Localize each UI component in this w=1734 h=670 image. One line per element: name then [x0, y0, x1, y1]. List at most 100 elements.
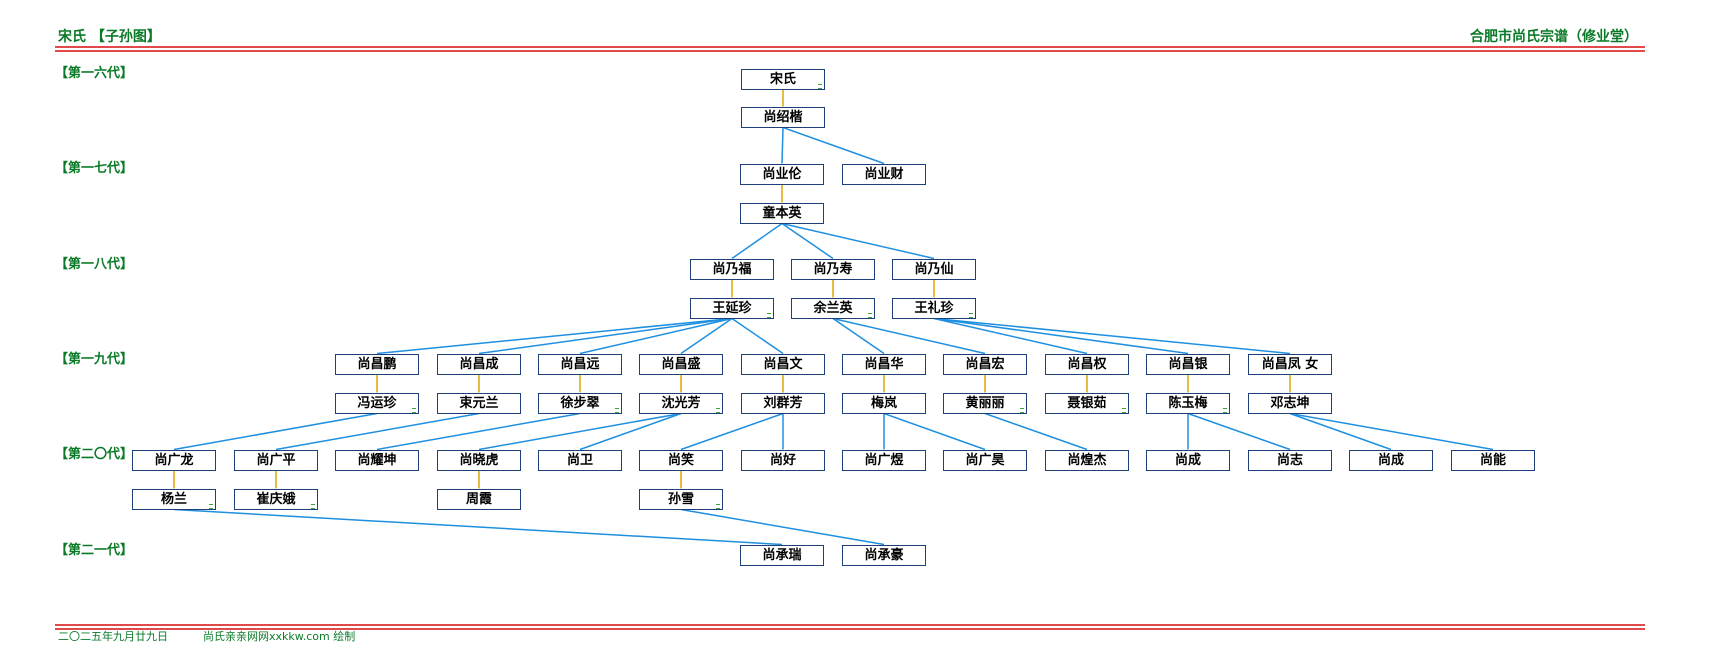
person-node[interactable]: 尚昌成 [437, 353, 521, 375]
person-node[interactable]: 尚煌杰 [1045, 449, 1129, 471]
person-name: 尚广龙 [154, 452, 194, 468]
descent-link [1289, 412, 1392, 451]
spouse-marker-icon [209, 503, 213, 509]
person-node[interactable]: 尚绍楷 [741, 106, 825, 128]
descent-link [173, 508, 783, 546]
person-node[interactable]: 尚昌银 [1146, 353, 1230, 375]
person-node[interactable]: 冯运珍 [335, 392, 419, 414]
descent-link [781, 222, 935, 260]
person-name: 冯运珍 [357, 395, 397, 411]
person-node[interactable]: 尚昌华 [842, 353, 926, 375]
person-name: 尚业伦 [762, 166, 802, 182]
person-name: 童本英 [762, 205, 802, 221]
person-name: 尚乃福 [712, 261, 752, 277]
person-node[interactable]: 尚广煜 [842, 449, 926, 471]
person-node[interactable]: 沈光芳 [639, 392, 723, 414]
person-name: 尚昌华 [864, 356, 904, 372]
spouse-marker-icon [969, 312, 973, 318]
person-node[interactable]: 尚成 [1349, 449, 1433, 471]
spouse-marker-icon [868, 312, 872, 318]
descent-link [376, 412, 581, 451]
person-node[interactable]: 尚能 [1451, 449, 1535, 471]
person-name: 沈光芳 [661, 395, 701, 411]
person-name: 黄丽丽 [965, 395, 1005, 411]
person-name: 尚承豪 [864, 547, 904, 563]
descent-link [1187, 412, 1291, 451]
spouse-marker-icon [311, 503, 315, 509]
person-node[interactable]: 尚卫 [538, 449, 622, 471]
footer-rule-bottom [55, 628, 1645, 630]
person-name: 余兰英 [813, 300, 853, 316]
person-node[interactable]: 尚业伦 [740, 163, 824, 185]
person-node[interactable]: 余兰英 [791, 297, 875, 319]
person-node[interactable]: 聂银茹 [1045, 392, 1129, 414]
person-node[interactable]: 尚乃寿 [791, 258, 875, 280]
person-node[interactable]: 尚乃仙 [892, 258, 976, 280]
person-node[interactable]: 王礼珍 [892, 297, 976, 319]
descent-link [782, 126, 885, 165]
person-name: 尚广煜 [864, 452, 904, 468]
person-node[interactable]: 束元兰 [437, 392, 521, 414]
person-node[interactable]: 尚志 [1248, 449, 1332, 471]
person-node[interactable]: 尚笑 [639, 449, 723, 471]
person-node[interactable]: 周霞 [437, 488, 521, 510]
person-node[interactable]: 尚广平 [234, 449, 318, 471]
person-name: 聂银茹 [1067, 395, 1107, 411]
person-node[interactable]: 尚承瑞 [740, 544, 824, 566]
person-node[interactable]: 尚昌宏 [943, 353, 1027, 375]
person-node[interactable]: 梅岚 [842, 392, 926, 414]
person-node[interactable]: 刘群芳 [741, 392, 825, 414]
person-node[interactable]: 黄丽丽 [943, 392, 1027, 414]
descent-link [376, 317, 733, 355]
person-name: 尚成 [1174, 452, 1201, 468]
person-name: 徐步翠 [560, 395, 600, 411]
person-node[interactable]: 邓志坤 [1248, 392, 1332, 414]
person-node[interactable]: 尚晓虎 [437, 449, 521, 471]
person-node[interactable]: 尚昌远 [538, 353, 622, 375]
person-name: 尚昌远 [560, 356, 600, 372]
person-node[interactable]: 尚业财 [842, 163, 926, 185]
person-node[interactable]: 尚成 [1146, 449, 1230, 471]
person-node[interactable]: 尚广昊 [943, 449, 1027, 471]
person-node[interactable]: 尚广龙 [132, 449, 216, 471]
person-name: 梅岚 [870, 395, 897, 411]
descent-link [933, 317, 1291, 355]
person-name: 邓志坤 [1270, 395, 1310, 411]
person-node[interactable]: 尚好 [741, 449, 825, 471]
spouse-marker-icon [1020, 407, 1024, 413]
descent-link [579, 412, 682, 451]
person-node[interactable]: 尚昌文 [741, 353, 825, 375]
person-node[interactable]: 孙雪 [639, 488, 723, 510]
person-node[interactable]: 杨兰 [132, 488, 216, 510]
generation-label-18: 【第一八代】 [55, 257, 134, 272]
generation-label-20: 【第二〇代】 [55, 447, 134, 462]
person-node[interactable]: 崔庆娥 [234, 488, 318, 510]
genealogy-title: 合肥市尚氏宗谱（修业堂） [1470, 29, 1638, 45]
person-node[interactable]: 陈玉梅 [1146, 392, 1230, 414]
person-name: 孙雪 [667, 491, 694, 507]
person-node[interactable]: 尚耀坤 [335, 449, 419, 471]
person-name: 崔庆娥 [256, 491, 296, 507]
person-name: 尚成 [1377, 452, 1404, 468]
person-node[interactable]: 童本英 [740, 202, 824, 224]
person-node[interactable]: 徐步翠 [538, 392, 622, 414]
person-node[interactable]: 尚昌凤 女 [1248, 353, 1332, 375]
person-node[interactable]: 尚昌权 [1045, 353, 1129, 375]
person-name: 王礼珍 [914, 300, 954, 316]
descent-link [680, 317, 733, 355]
person-node[interactable]: 宋氏 [741, 68, 825, 90]
descent-link [781, 222, 834, 260]
descent-link [731, 222, 783, 260]
person-name: 尚昌宏 [965, 356, 1005, 372]
descent-link [275, 412, 480, 451]
person-name: 尚昌权 [1067, 356, 1107, 372]
spouse-marker-icon [1122, 407, 1126, 413]
person-node[interactable]: 尚昌鹏 [335, 353, 419, 375]
person-node[interactable]: 尚承豪 [842, 544, 926, 566]
person-node[interactable]: 王延珍 [690, 297, 774, 319]
person-name: 尚昌鹏 [357, 356, 397, 372]
person-node[interactable]: 尚乃福 [690, 258, 774, 280]
person-node[interactable]: 尚昌盛 [639, 353, 723, 375]
person-name: 尚笑 [667, 452, 694, 468]
